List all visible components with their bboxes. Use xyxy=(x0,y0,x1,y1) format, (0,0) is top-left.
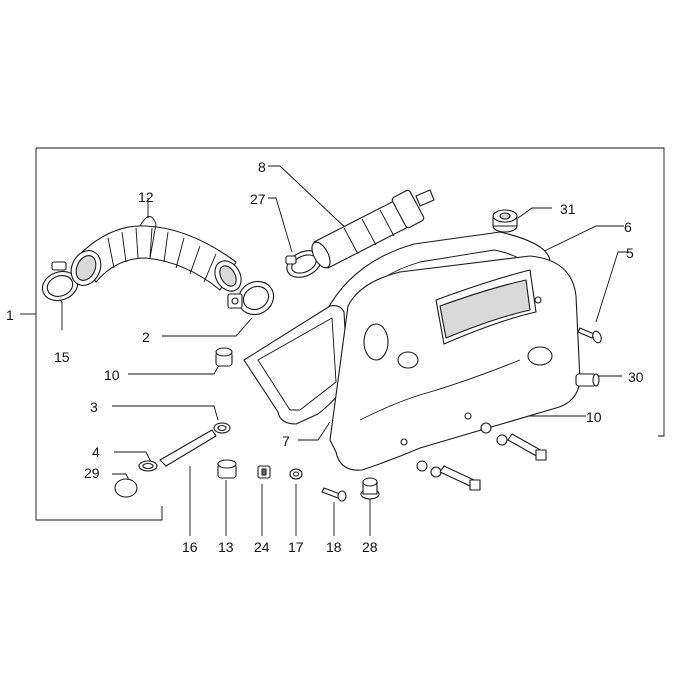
callout-4: 4 xyxy=(92,444,100,460)
callout-8: 8 xyxy=(258,159,266,175)
grommet-top xyxy=(492,209,518,233)
callout-7: 7 xyxy=(282,433,290,449)
callout-10-right: 10 xyxy=(586,409,602,425)
drain-clamp xyxy=(138,460,158,472)
callout-27: 27 xyxy=(250,191,266,207)
drain-plug xyxy=(114,478,138,498)
assembly-bracket xyxy=(20,147,665,521)
drain-tube xyxy=(159,429,217,467)
callout-31: 31 xyxy=(560,201,576,217)
callout-12: 12 xyxy=(138,189,154,205)
callout-17: 17 xyxy=(288,539,304,555)
spacer-left xyxy=(215,347,233,367)
washer xyxy=(289,468,303,480)
callout-28: 28 xyxy=(362,539,378,555)
callout-2: 2 xyxy=(142,329,150,345)
spring-clip xyxy=(285,250,322,278)
intake-hose xyxy=(70,216,242,292)
small-clamp xyxy=(213,422,231,434)
callout-16: 16 xyxy=(182,539,198,555)
callout-18: 18 xyxy=(326,539,342,555)
hose-clamp-right xyxy=(227,280,275,316)
callout-labels: 1 2 3 4 5 6 7 8 10 10 12 13 15 16 17 18 … xyxy=(6,159,644,555)
breather-tube xyxy=(311,189,435,269)
callout-24: 24 xyxy=(254,539,270,555)
bushing-right xyxy=(575,373,600,387)
bushing xyxy=(217,459,237,479)
clip-nut xyxy=(257,465,271,479)
housing-gasket xyxy=(243,305,349,425)
callout-10-left: 10 xyxy=(104,367,120,383)
callout-15: 15 xyxy=(54,349,70,365)
screw-top-right xyxy=(577,327,602,344)
screw xyxy=(321,487,347,502)
callout-1: 1 xyxy=(6,307,14,323)
air-box-body xyxy=(329,255,581,471)
callout-30: 30 xyxy=(628,369,644,385)
callout-6: 6 xyxy=(624,219,632,235)
callout-29: 29 xyxy=(84,465,100,481)
callout-3: 3 xyxy=(90,399,98,415)
callout-13: 13 xyxy=(218,539,234,555)
rubber-grommet xyxy=(360,477,380,500)
callout-5: 5 xyxy=(626,245,634,261)
mounting-bolts-right xyxy=(416,422,547,491)
hose-clamp-left xyxy=(41,261,79,302)
